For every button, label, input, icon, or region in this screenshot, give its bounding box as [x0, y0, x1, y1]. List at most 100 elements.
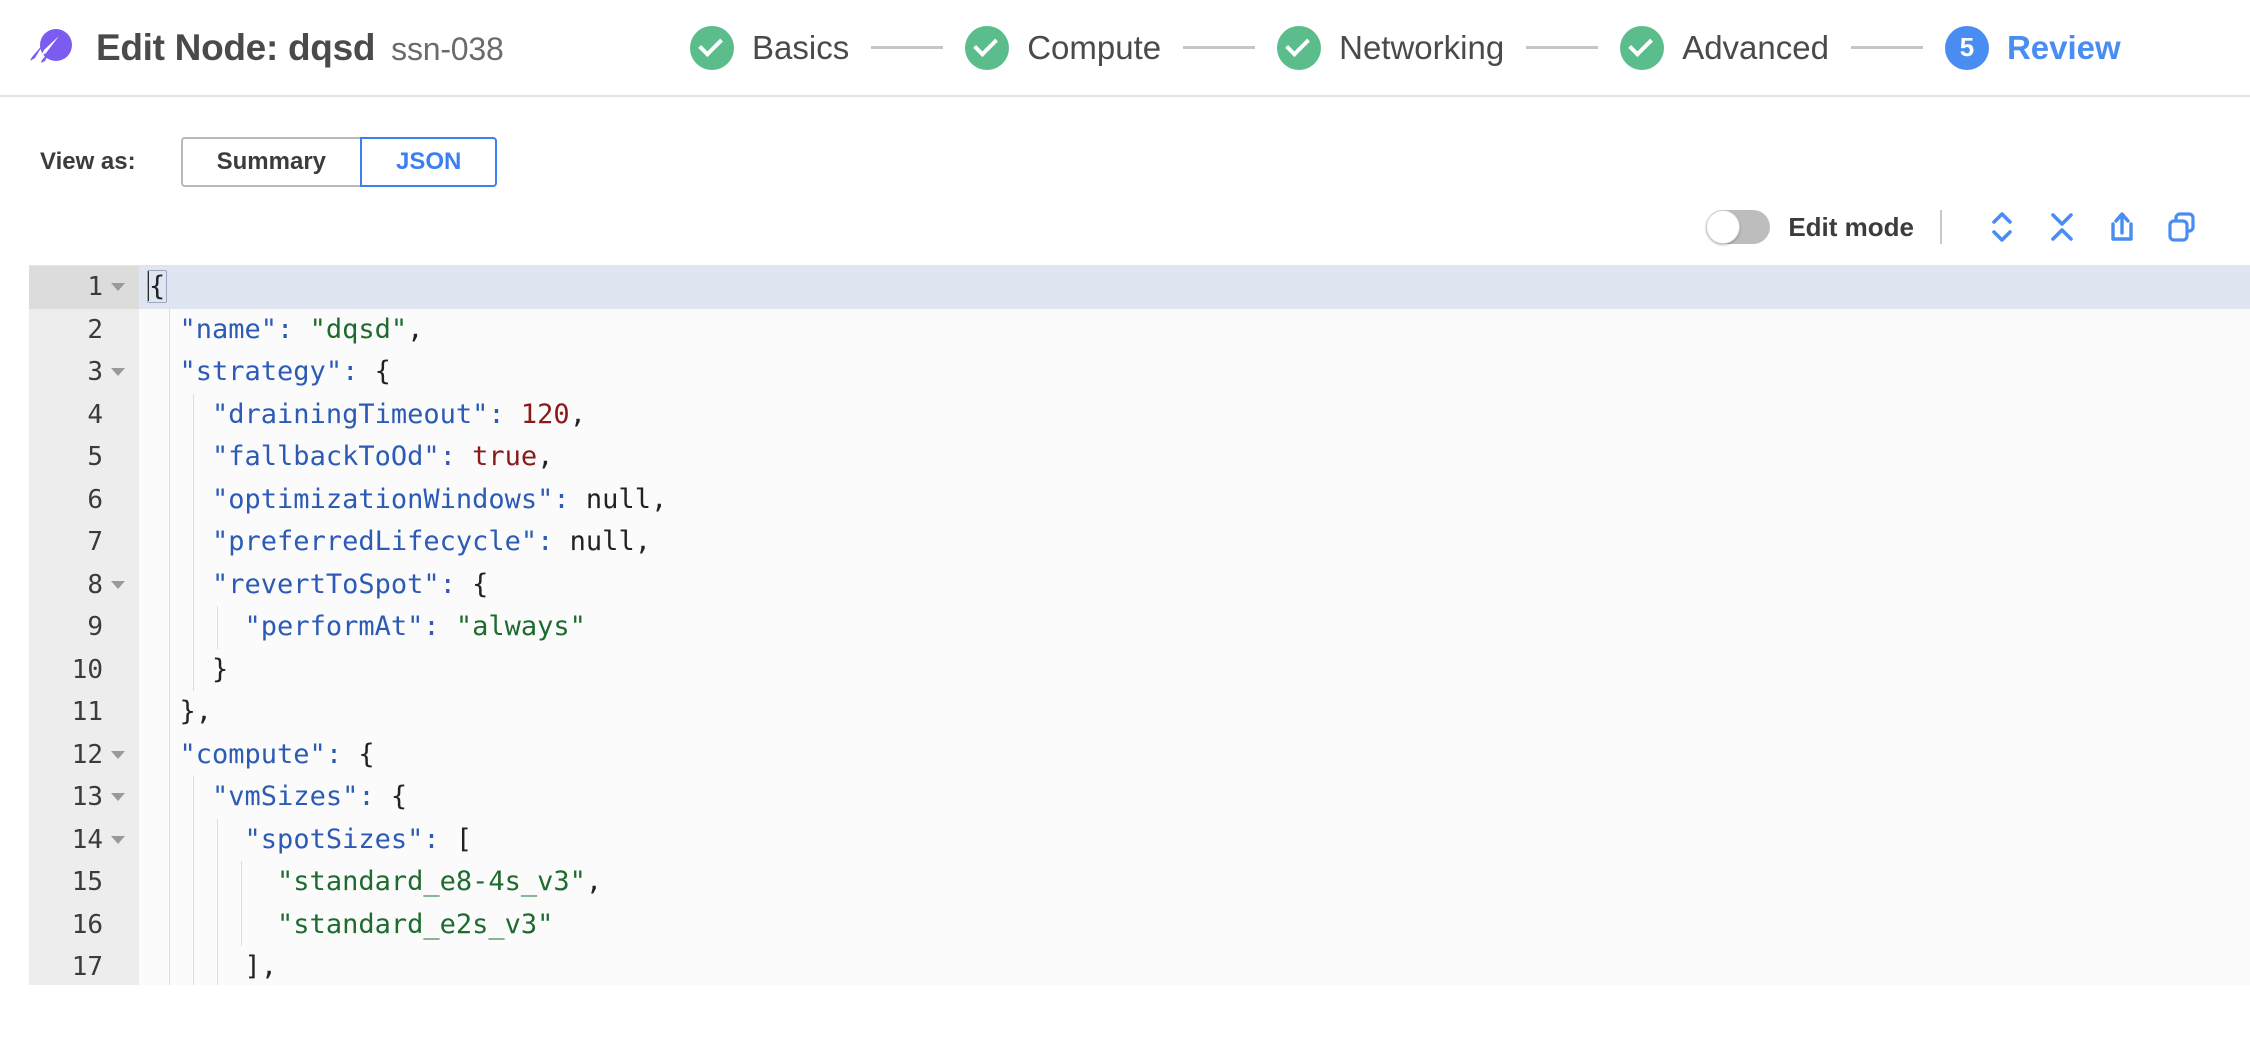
step-label: Review [2006, 28, 2121, 66]
code-text: "fallbackToOd": true, [139, 436, 2250, 479]
stepper-step-compute[interactable]: Compute [965, 25, 1162, 70]
json-code-editor[interactable]: 1{2 "name": "dqsd",3 "strategy": {4 "dra… [29, 265, 2250, 985]
fold-toggle-icon[interactable] [107, 581, 129, 589]
line-number-gutter[interactable]: 17 [29, 946, 139, 985]
line-number-gutter[interactable]: 5 [29, 436, 139, 479]
code-line[interactable]: 17 ], [29, 946, 2250, 985]
fold-toggle-icon[interactable] [107, 368, 129, 376]
step-label: Basics [752, 28, 850, 66]
page-title: Edit Node: dqsd [96, 26, 376, 68]
edit-mode-toggle[interactable] [1706, 210, 1771, 244]
collapse-all-icon[interactable] [2036, 204, 2088, 250]
editor-toolbar: Edit mode [0, 189, 2250, 265]
code-line[interactable]: 12 "compute": { [29, 733, 2250, 776]
code-text: "spotSizes": [ [139, 818, 2250, 861]
line-number-gutter[interactable]: 3 [29, 351, 139, 394]
view-as-segmented-control: Summary JSON [180, 137, 498, 187]
view-as-json-button[interactable]: JSON [360, 137, 498, 187]
line-number: 2 [87, 314, 103, 345]
line-number-gutter[interactable]: 2 [29, 308, 139, 351]
code-line[interactable]: 7 "preferredLifecycle": null, [29, 521, 2250, 564]
code-text: "preferredLifecycle": null, [139, 521, 2250, 564]
line-number: 6 [87, 484, 103, 515]
step-badge-done [965, 25, 1010, 70]
page-header: Edit Node: dqsd ssn-038 Basics Compute N… [0, 0, 2250, 97]
step-label: Compute [1027, 28, 1162, 66]
code-text: "name": "dqsd", [139, 308, 2250, 351]
line-number-gutter[interactable]: 9 [29, 606, 139, 649]
line-number: 14 [71, 824, 103, 855]
line-number: 11 [71, 697, 103, 728]
line-number-gutter[interactable]: 1 [29, 266, 139, 309]
code-line[interactable]: 16 "standard_e2s_v3" [29, 903, 2250, 946]
view-as-summary-button[interactable]: Summary [180, 137, 361, 187]
code-line[interactable]: 15 "standard_e8-4s_v3", [29, 861, 2250, 904]
line-number-gutter[interactable]: 7 [29, 521, 139, 564]
code-line[interactable]: 2 "name": "dqsd", [29, 308, 2250, 351]
stepper-step-advanced[interactable]: Advanced [1620, 25, 1829, 70]
line-number-gutter[interactable]: 11 [29, 691, 139, 734]
line-number-gutter[interactable]: 15 [29, 861, 139, 904]
check-icon [698, 32, 723, 58]
code-line[interactable]: 8 "revertToSpot": { [29, 563, 2250, 606]
check-icon [1285, 32, 1311, 58]
line-number: 3 [87, 357, 103, 388]
code-line[interactable]: 11 }, [29, 691, 2250, 734]
check-icon [973, 32, 999, 58]
line-number-gutter[interactable]: 13 [29, 776, 139, 819]
view-as-label: View as: [40, 148, 136, 175]
view-as-row: View as: Summary JSON [0, 97, 2250, 189]
step-label: Advanced [1682, 28, 1829, 66]
code-text: "compute": { [139, 733, 2250, 776]
code-line[interactable]: 6 "optimizationWindows": null, [29, 478, 2250, 521]
line-number: 4 [87, 399, 103, 430]
line-number-gutter[interactable]: 8 [29, 563, 139, 606]
toolbar-divider [1940, 210, 1942, 244]
line-number-gutter[interactable]: 14 [29, 818, 139, 861]
line-number: 15 [71, 867, 103, 898]
line-number: 16 [71, 909, 103, 940]
step-badge-done [1277, 25, 1322, 70]
copy-icon[interactable] [2156, 204, 2208, 250]
code-line[interactable]: 4 "drainingTimeout": 120, [29, 393, 2250, 436]
stepper-step-review[interactable]: 5 Review [1944, 25, 2121, 70]
line-number: 17 [71, 952, 103, 983]
header-title-group: Edit Node: dqsd ssn-038 [96, 27, 504, 69]
line-number-gutter[interactable]: 12 [29, 733, 139, 776]
stepper-step-networking[interactable]: Networking [1277, 25, 1504, 70]
line-number-gutter[interactable]: 16 [29, 903, 139, 946]
code-line[interactable]: 1{ [29, 266, 2250, 309]
stepper-step-basics[interactable]: Basics [690, 25, 850, 70]
line-number-gutter[interactable]: 4 [29, 393, 139, 436]
code-line[interactable]: 10 } [29, 648, 2250, 691]
fold-toggle-icon[interactable] [107, 836, 129, 844]
line-number-gutter[interactable]: 10 [29, 648, 139, 691]
code-line[interactable]: 3 "strategy": { [29, 351, 2250, 394]
code-text: "drainingTimeout": 120, [139, 393, 2250, 436]
code-text: "standard_e2s_v3" [139, 903, 2250, 946]
step-badge-done [690, 25, 734, 70]
check-icon [1628, 32, 1654, 58]
export-icon[interactable] [2096, 204, 2148, 250]
fold-toggle-icon[interactable] [107, 751, 129, 759]
line-number-gutter[interactable]: 6 [29, 478, 139, 521]
code-line[interactable]: 13 "vmSizes": { [29, 776, 2250, 819]
code-text: "vmSizes": { [139, 776, 2250, 819]
toggle-knob [1706, 210, 1741, 244]
line-number: 5 [87, 442, 103, 473]
line-number: 13 [71, 782, 103, 813]
code-line[interactable]: 5 "fallbackToOd": true, [29, 436, 2250, 479]
line-number: 7 [87, 527, 103, 558]
fold-toggle-icon[interactable] [107, 793, 129, 801]
code-text: } [139, 648, 2250, 691]
fold-toggle-icon[interactable] [107, 283, 129, 291]
code-line[interactable]: 9 "performAt": "always" [29, 606, 2250, 649]
code-text: "optimizationWindows": null, [139, 478, 2250, 521]
wizard-stepper: Basics Compute Networking Advanced 5 Rev… [690, 0, 2121, 95]
stepper-connector [871, 46, 944, 49]
code-line[interactable]: 14 "spotSizes": [ [29, 818, 2250, 861]
expand-all-icon[interactable] [1976, 204, 2028, 250]
step-badge-active: 5 [1944, 25, 1989, 70]
code-text: "revertToSpot": { [139, 563, 2250, 606]
line-number: 12 [71, 739, 103, 770]
